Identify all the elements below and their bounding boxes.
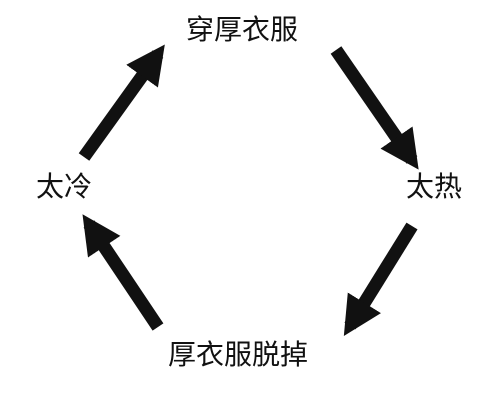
- arrow-left-to-top: [78, 44, 165, 161]
- arrow-right-to-bottom: [343, 222, 418, 336]
- node-take-off-thick-clothes: 厚衣服脱掉: [168, 338, 309, 371]
- node-wear-thick-clothes: 穿厚衣服: [186, 13, 299, 46]
- arrow-bottom-to-left: [82, 214, 164, 331]
- node-too-hot: 太热: [406, 170, 463, 203]
- node-too-cold: 太冷: [36, 170, 93, 203]
- arrow-top-to-right: [330, 46, 419, 170]
